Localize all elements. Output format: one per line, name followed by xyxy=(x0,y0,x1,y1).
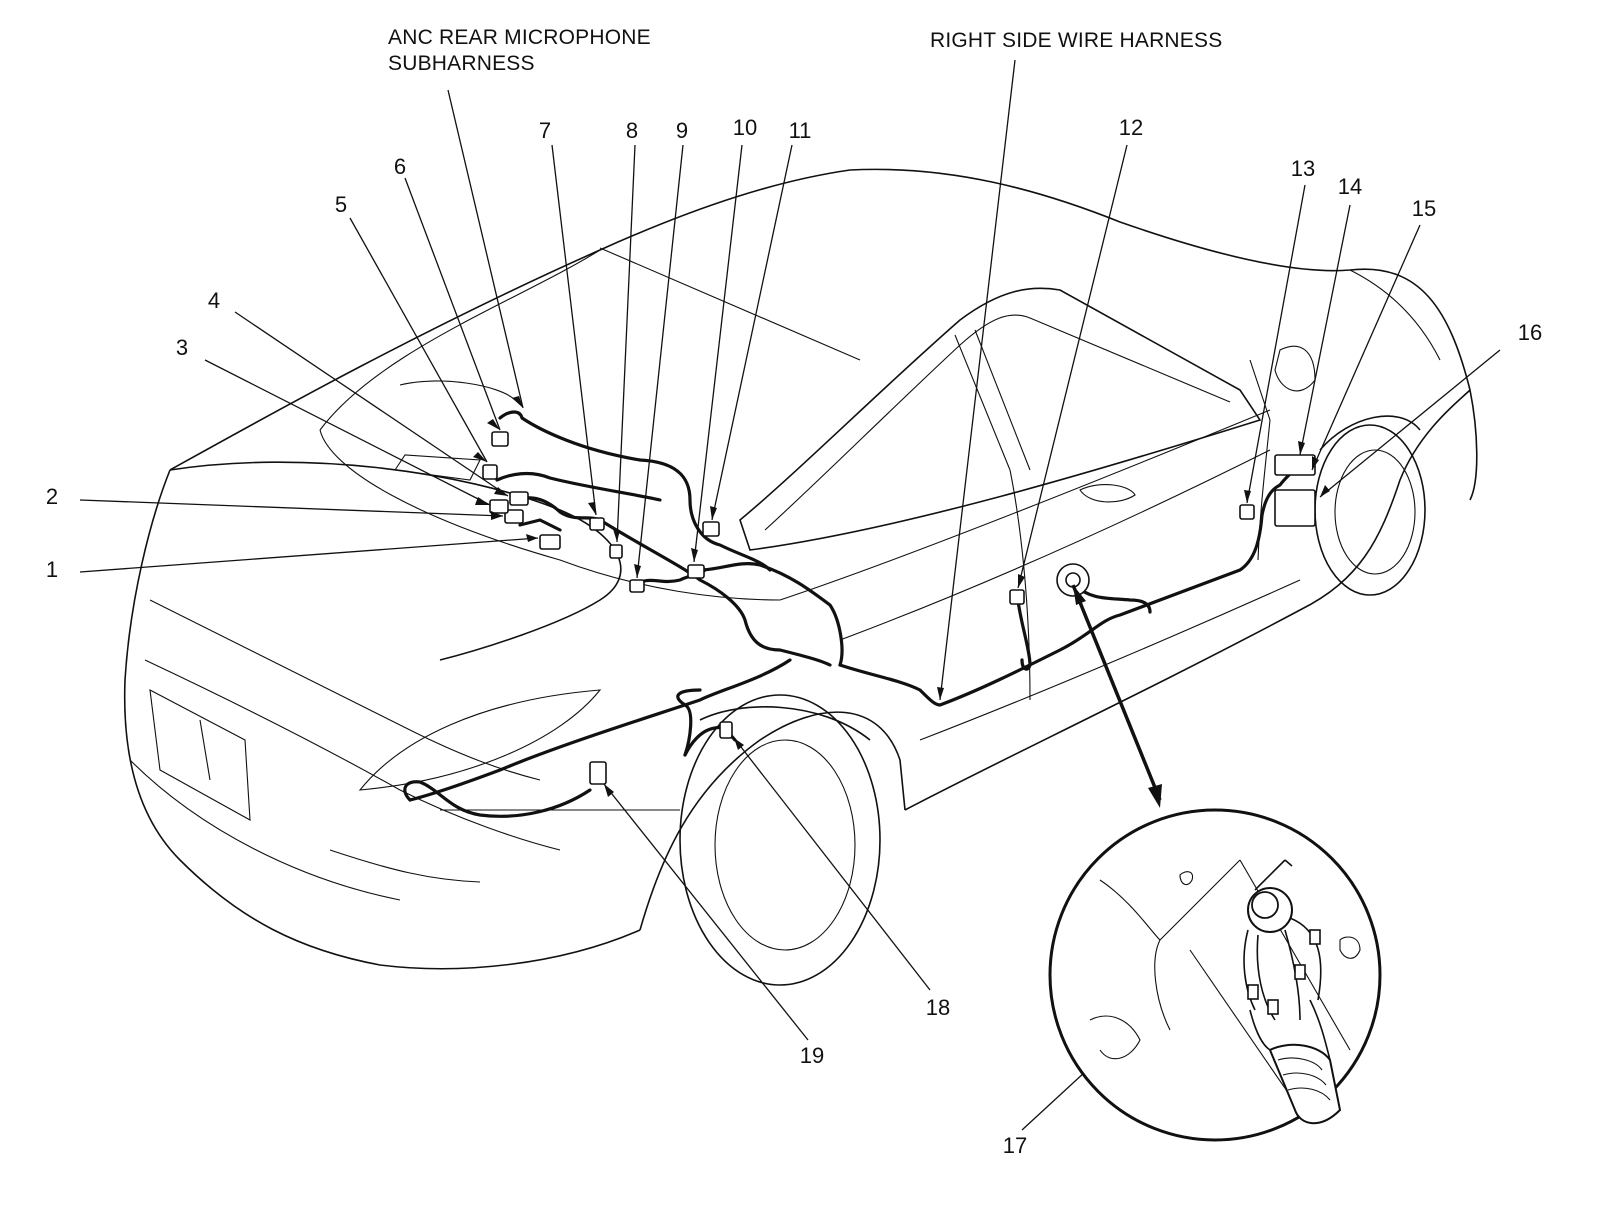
callout-10: 10 xyxy=(732,115,758,140)
callout-16: 16 xyxy=(1517,320,1543,345)
callout-7: 7 xyxy=(538,118,552,143)
detail-view xyxy=(1048,808,1382,1142)
callout-13: 13 xyxy=(1290,156,1316,181)
callout-1: 1 xyxy=(45,557,59,582)
callout-11: 11 xyxy=(788,118,812,143)
callout-12: 12 xyxy=(1118,115,1144,140)
callout-8: 8 xyxy=(625,118,639,143)
callout-19: 19 xyxy=(799,1043,825,1068)
right-side-wire-harness-title: RIGHT SIDE WIRE HARNESS xyxy=(930,29,1223,52)
callout-6: 6 xyxy=(393,154,407,179)
callout-3: 3 xyxy=(175,335,189,360)
callout-17: 17 xyxy=(1002,1133,1028,1158)
callout-2: 2 xyxy=(45,484,59,509)
callout-9: 9 xyxy=(675,118,689,143)
wire-harness xyxy=(403,410,1302,818)
callout-4: 4 xyxy=(207,288,221,313)
anc-subharness-title-line2: SUBHARNESS xyxy=(388,52,535,75)
callout-5: 5 xyxy=(334,192,348,217)
connectors xyxy=(482,431,1316,785)
callout-18: 18 xyxy=(925,995,951,1020)
leader-lines xyxy=(79,59,1501,1131)
callout-14: 14 xyxy=(1337,174,1363,199)
callout-15: 15 xyxy=(1411,196,1437,221)
anc-subharness-title-line1: ANC REAR MICROPHONE xyxy=(388,26,651,49)
